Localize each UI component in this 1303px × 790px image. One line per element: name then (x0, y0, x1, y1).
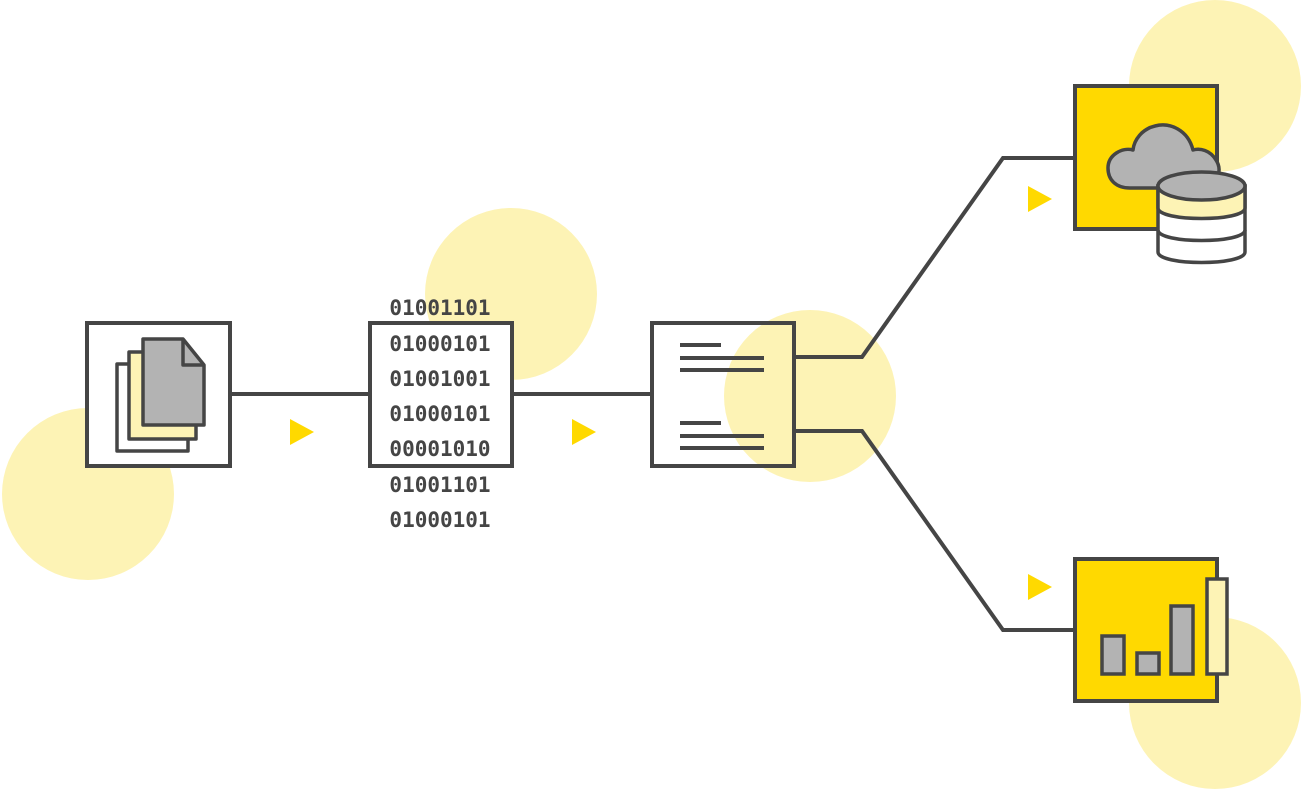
arrow-2 (572, 419, 596, 445)
binary-line-2: 01000101 (389, 332, 490, 356)
arrow-1 (290, 419, 314, 445)
arrow-4 (1028, 574, 1052, 600)
binary-line-4: 01000101 (389, 402, 490, 426)
bar-3 (1169, 604, 1195, 676)
storage-node (1073, 84, 1247, 265)
binary-data-icon: 01001101 01000101 01001001 01000101 0000… (389, 296, 490, 532)
binary-line-5: 00001010 (389, 437, 490, 461)
arrow-3 (1028, 186, 1052, 212)
analytics-node (1073, 557, 1229, 703)
connector-parsed-analytics (794, 429, 1075, 632)
arrows (290, 186, 1052, 600)
bar-4 (1205, 577, 1229, 676)
binary-line-6: 01001101 (389, 473, 490, 497)
documents-node (85, 321, 232, 468)
database-icon (1156, 170, 1247, 265)
binary-line-1: 01001101 (389, 296, 490, 320)
document-stack-icon (115, 337, 206, 453)
bar-1 (1100, 634, 1126, 676)
connectors (230, 156, 1075, 632)
binary-line-7: 01000101 (389, 508, 490, 532)
bar-2 (1135, 651, 1161, 676)
bar-chart-icon (1100, 577, 1229, 676)
binary-node: 01001101 01000101 01001001 01000101 0000… (368, 296, 514, 532)
parsed-node (650, 321, 796, 468)
text-lines-icon (680, 343, 764, 450)
binary-line-3: 01001001 (389, 367, 490, 391)
bg-circle-parsed (724, 310, 896, 482)
connector-parsed-storage (794, 156, 1075, 359)
